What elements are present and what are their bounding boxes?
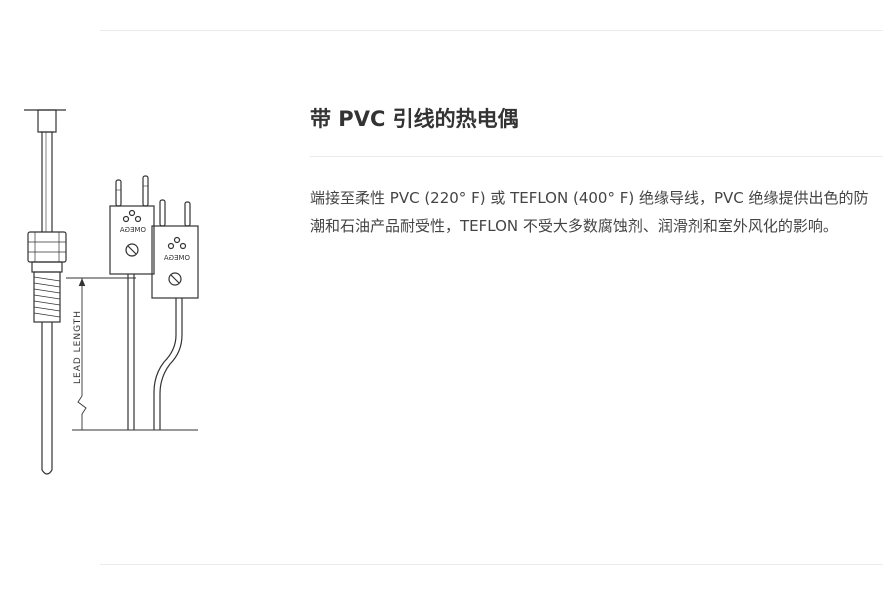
title-divider (310, 156, 883, 157)
thermocouple-svg: LEAD LENGTH OMEGA OMEGA (24, 109, 199, 475)
lead-length-label: LEAD LENGTH (73, 310, 83, 384)
probe-sheath-upper (41, 132, 53, 232)
product-title: 带 PVC 引线的热电偶 (310, 107, 519, 131)
dimension-lines (66, 277, 198, 431)
thermocouple-drawing: LEAD LENGTH OMEGA OMEGA (16, 100, 216, 480)
connector-back (151, 199, 199, 299)
lead-wires (127, 274, 183, 430)
bottom-divider (100, 564, 883, 565)
threaded-section (33, 271, 61, 323)
hex-fitting (27, 231, 67, 273)
product-description: 端接至柔性 PVC (220° F) 或 TEFLON (400° F) 绝缘导… (310, 189, 869, 235)
connector-back-brand: OMEGA (164, 254, 190, 262)
probe-sheath-lower (41, 322, 53, 475)
probe-cap (24, 109, 66, 133)
top-divider (100, 30, 883, 31)
connector-front (109, 175, 155, 275)
connector-front-brand: OMEGA (120, 226, 146, 234)
